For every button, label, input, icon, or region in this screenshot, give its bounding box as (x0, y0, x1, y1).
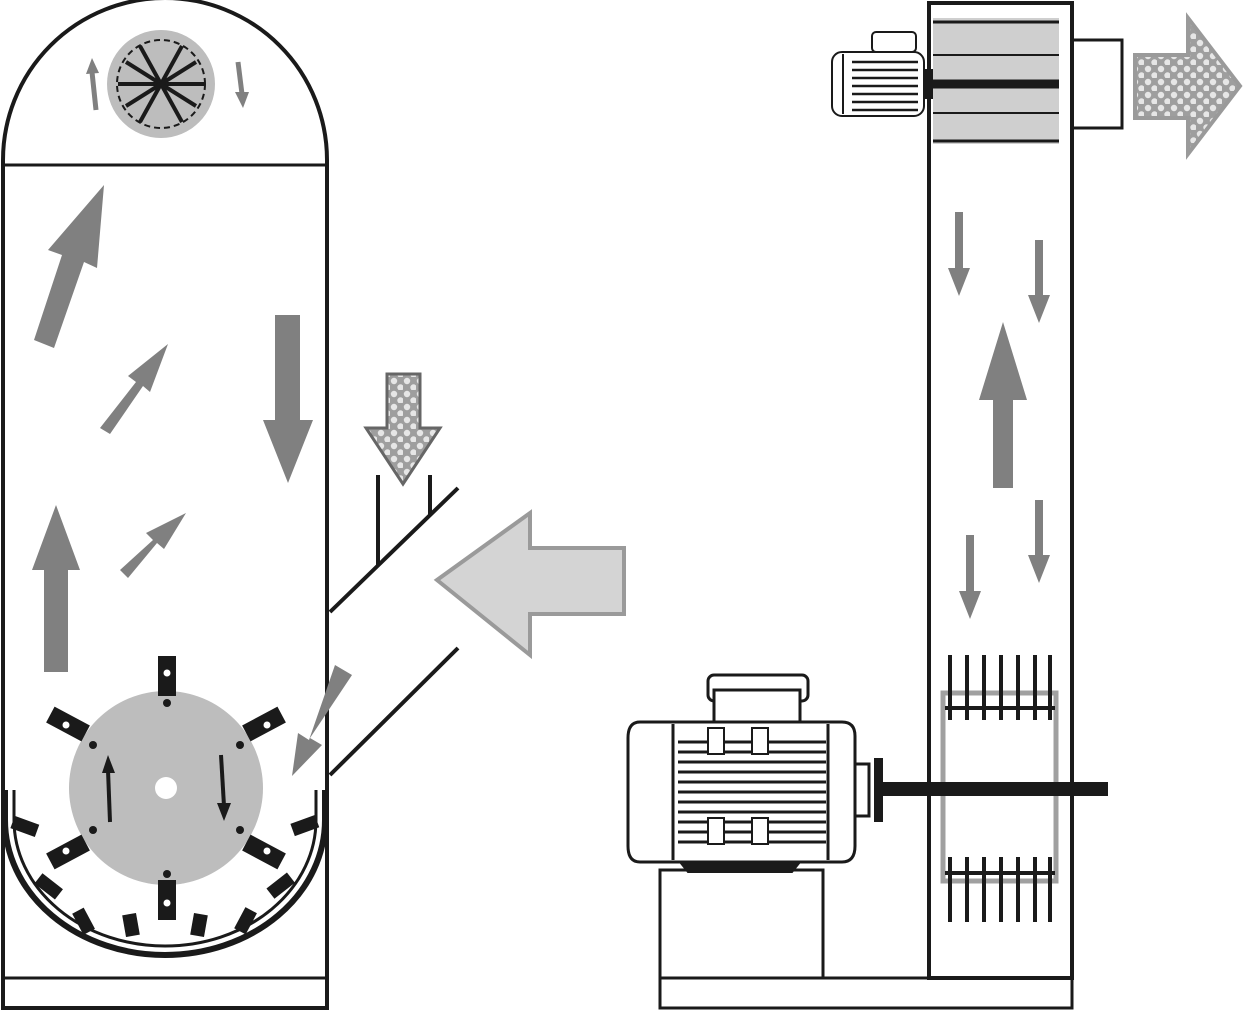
column-air-flow (948, 212, 1050, 619)
outlet-arrow (1133, 12, 1243, 160)
feed-inlet (328, 475, 460, 777)
flow-arrow-up-left (32, 505, 80, 672)
drive-shaft (853, 758, 1108, 822)
flow-arrow-diag-2 (120, 513, 186, 578)
flow-arrow-feed (292, 665, 352, 776)
air-flow-arrow-icon (32, 185, 352, 776)
mill-section-view (1, 0, 626, 1010)
classifier-wheel-icon (86, 30, 249, 138)
mill-front-view (626, 1, 1243, 1010)
material-flow-arrow-icon (363, 372, 443, 487)
classifier-column (927, 1, 1074, 980)
classifier-head (933, 18, 1124, 144)
base-frame (658, 976, 1074, 1010)
flow-arrow-up-large (34, 185, 104, 348)
inlet-air-arrow (433, 509, 626, 660)
flow-arrow-down-right (263, 315, 313, 483)
main-motor (626, 673, 857, 873)
flow-arrow-diag-1 (100, 344, 168, 434)
mill-housing (1, 0, 329, 1010)
grinding-liner (2, 790, 328, 958)
motor-pedestal (658, 868, 825, 980)
electric-motor-icon (831, 31, 933, 117)
outlet-duct (1070, 38, 1124, 130)
grinding-rotor-icon (46, 656, 286, 920)
